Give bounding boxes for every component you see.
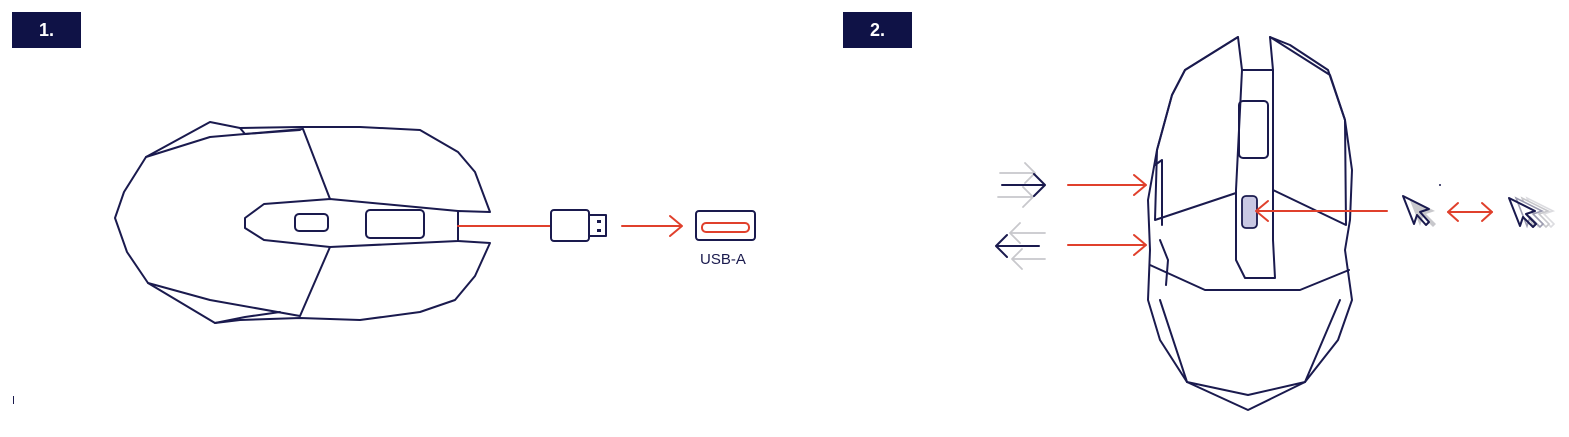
usb-a-port-icon: [695, 210, 756, 241]
cursor-trail-icon: [1508, 196, 1556, 229]
port-label: USB-A: [700, 251, 746, 268]
dpi-pointer-arrow: [1255, 200, 1388, 222]
mouse-side-illustration: [114, 121, 552, 324]
tick-mark: [13, 396, 14, 404]
usb-receiver-icon: [550, 209, 607, 242]
forward-arrows-icon: [997, 162, 1046, 208]
dpi-button: [1241, 195, 1258, 229]
back-arrows-icon: [995, 222, 1046, 270]
double-arrow-icon: [1447, 202, 1493, 222]
step-1-badge: 1.: [12, 12, 81, 48]
back-button-arrow: [1067, 234, 1147, 256]
cursor-icon: [1402, 195, 1436, 227]
mouse-top-illustration: [1147, 36, 1353, 411]
connect-arrow: [621, 215, 683, 237]
step-2-badge: 2.: [843, 12, 912, 48]
forward-button-arrow: [1067, 174, 1147, 196]
dot: [1439, 184, 1441, 186]
